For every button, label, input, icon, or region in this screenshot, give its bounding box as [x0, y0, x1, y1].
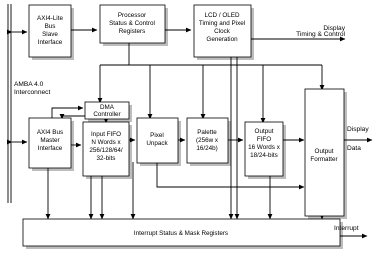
formatter-line-1: Output: [315, 148, 334, 155]
block-pixel-unpack: Pixel Unpack: [136, 117, 179, 164]
axi4-master-line-1: AXI4 Bus: [37, 129, 63, 136]
interrupt-output-label: Interrupt: [334, 225, 359, 232]
processor-line-1: Processor: [118, 12, 146, 19]
display-timing-line-2: Timing & Control: [296, 31, 345, 38]
block-shadows: [26, 8, 347, 249]
output-fifo-line-1: Output: [255, 128, 274, 135]
palette-line-2: (256w x: [196, 137, 219, 144]
lcd-line-2: Timing and Pixel: [199, 20, 245, 27]
block-dma-controller: DMA Controller: [84, 101, 130, 120]
amba-bus-lines: [7, 4, 12, 203]
lcd-line-1: LCD / OLED: [205, 12, 240, 19]
dma-line-2: Controller: [93, 111, 120, 118]
amba-label-line-2: Interconnect: [14, 89, 50, 96]
block-processor-registers: Processor Status & Control Registers: [99, 4, 166, 44]
block-interrupt-registers: Interrupt Status & Mask Registers: [22, 218, 341, 247]
input-fifo-line-1: Input FIFO: [91, 131, 121, 138]
axi4-lite-line-1: AXI4-Lite: [37, 15, 63, 22]
axi4-lite-line-2: Bus: [45, 23, 56, 30]
block-output-fifo: Output FIFO 16 Words x 18/24-bits: [244, 121, 284, 177]
input-fifo-line-2: N Words x: [91, 139, 121, 146]
block-lcd-timing: LCD / OLED Timing and Pixel Clock Genera…: [193, 4, 252, 58]
block-axi4-master: AXI4 Bus Master Interface: [28, 117, 72, 169]
output-fifo-line-2: FIFO: [257, 136, 271, 143]
formatter-line-2: Formatter: [310, 156, 337, 163]
amba-label-line-1: AMBA 4.0: [14, 81, 44, 88]
input-fifo-line-4: 32-bits: [97, 155, 116, 162]
input-fifo-line-3: 256/128/64/: [89, 147, 123, 154]
pixel-unpack-line-1: Pixel: [150, 132, 164, 139]
display-timing-line-1: Display: [323, 25, 345, 32]
output-fifo-line-3: 16 Words x: [248, 144, 281, 151]
pixel-unpack-line-2: Unpack: [146, 140, 168, 147]
dma-line-1: DMA: [100, 104, 115, 111]
palette-line-1: Palette: [197, 129, 217, 136]
display-data-line-2: Data: [347, 145, 361, 152]
lcd-line-3: Clock: [214, 28, 231, 35]
axi4-lite-line-3: Slave: [42, 31, 58, 38]
axi4-lite-line-4: Interface: [38, 39, 63, 46]
output-fifo-line-4: 18/24-bits: [250, 152, 278, 159]
block-palette: Palette (256w x 16/24b): [186, 117, 229, 164]
block-output-formatter: Output Formatter: [304, 88, 345, 217]
axi4-master-line-2: Master: [40, 137, 59, 144]
processor-line-2: Status & Control: [109, 20, 155, 27]
processor-line-3: Registers: [119, 28, 146, 35]
lcd-line-4: Generation: [206, 36, 238, 43]
block-axi4-lite-slave: AXI4-Lite Bus Slave Interface: [28, 4, 72, 58]
axi4-master-line-3: Interface: [38, 145, 63, 152]
interrupt-registers-label: Interrupt Status & Mask Registers: [134, 230, 228, 237]
block-input-fifo: Input FIFO N Words x 256/128/64/ 32-bits: [82, 121, 130, 177]
display-data-line-1: Display: [347, 126, 369, 133]
palette-line-3: 16/24b): [196, 145, 217, 152]
